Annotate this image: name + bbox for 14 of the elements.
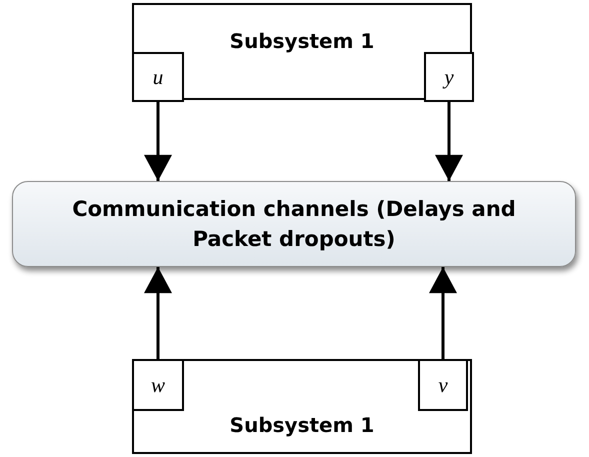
port-box: w [132, 359, 184, 411]
arrow [429, 267, 457, 359]
channel-box [12, 181, 576, 267]
subsystem-box [132, 359, 472, 454]
subsystem-box [132, 3, 472, 100]
port-box: u [132, 52, 184, 102]
port-box: v [418, 359, 468, 411]
channel-label: Communication channels (Delays and Packet dropouts) [71, 196, 517, 253]
subsystem-label: Subsystem 1 [228, 413, 376, 437]
port-box: y [424, 52, 474, 102]
subsystem-label: Subsystem 1 [228, 29, 376, 53]
arrow [144, 102, 172, 181]
arrow [435, 102, 463, 181]
arrow [144, 267, 172, 359]
